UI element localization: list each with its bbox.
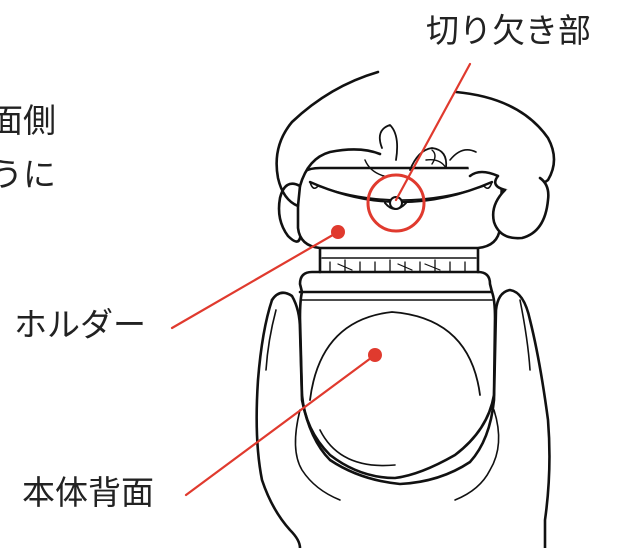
shaver-body: [298, 270, 497, 480]
cropped-text-line2: うに: [0, 155, 56, 194]
cropped-text-line1: 面側: [0, 101, 56, 140]
body-back-leader: [184, 353, 377, 497]
holder-label: ホルダー: [14, 305, 146, 344]
holder-marker-dot: [331, 225, 345, 239]
cutout-label: 切り欠き部: [426, 11, 591, 50]
upper-hand: [275, 70, 556, 243]
holder-leader: [170, 230, 340, 330]
leader-lines: [170, 62, 472, 497]
lower-hand: [255, 288, 551, 548]
body-back-marker-dot: [368, 348, 382, 362]
body-back-label: 本体背面: [22, 473, 154, 512]
holder-cap: [296, 166, 504, 250]
cutout-highlight-circle: [366, 173, 426, 233]
blade-block: [318, 246, 480, 274]
